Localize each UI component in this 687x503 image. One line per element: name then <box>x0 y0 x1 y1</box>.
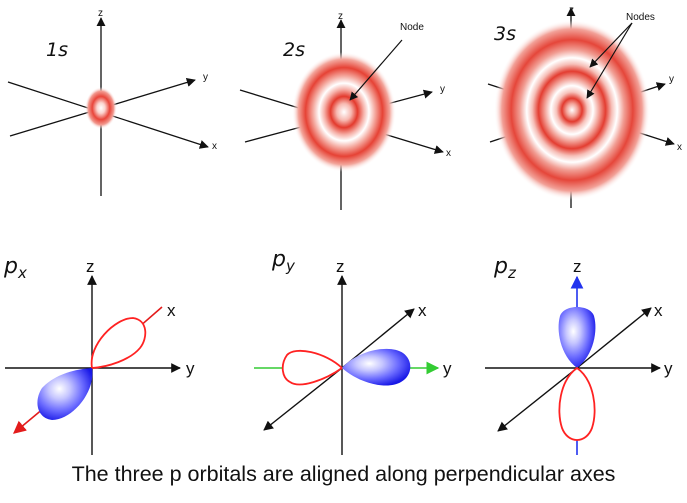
z-axis-label: z <box>86 257 95 276</box>
label-py: py <box>271 247 296 275</box>
lobe-negative <box>559 368 594 440</box>
s-orbital-cloud <box>85 87 117 129</box>
label-2s: 2s <box>283 39 305 61</box>
label-1s: 1s <box>46 39 68 61</box>
s-orbital-cloud <box>494 20 650 200</box>
lobe-positive <box>559 307 596 368</box>
s-orbital-cloud <box>292 52 396 172</box>
label-px: px <box>3 254 27 282</box>
y-axis-label: y <box>443 359 452 378</box>
y-axis-label: y <box>669 74 674 85</box>
orbital-pz: pz z y x <box>485 254 673 455</box>
y-axis-label: y <box>203 72 208 83</box>
y-axis-label: y <box>186 359 195 378</box>
x-axis-label: x <box>418 301 427 320</box>
lobe-positive <box>342 349 410 386</box>
x-axis-label: x <box>446 148 451 159</box>
x-axis-label: x <box>212 141 217 152</box>
z-axis-label: z <box>338 11 343 22</box>
figure-caption: The three p orbitals are aligned along p… <box>0 462 687 487</box>
y-axis-label: y <box>440 84 445 95</box>
z-axis-label: z <box>336 257 345 276</box>
lobe-negative <box>283 351 342 385</box>
label-3s: 3s <box>494 23 516 45</box>
x-axis-label: x <box>677 142 682 153</box>
orbital-2s: 2s Node z y x <box>240 11 451 210</box>
lobe-positive <box>92 318 146 368</box>
orbital-px: px z y x <box>3 254 195 455</box>
z-axis-label: z <box>573 257 582 276</box>
orbital-3s: 3s Nodes z y x <box>488 5 682 208</box>
z-axis-label: z <box>569 5 574 16</box>
label-pz: pz <box>493 254 517 282</box>
y-axis-label: y <box>664 359 673 378</box>
node-annotation: Node <box>400 22 424 33</box>
orbital-1s: 1s z y x <box>8 8 217 196</box>
x-axis-label: x <box>654 301 663 320</box>
x-axis-label: x <box>167 301 176 320</box>
lobe-negative <box>37 368 92 420</box>
orbital-py: py z y x <box>254 247 452 455</box>
nodes-annotation: Nodes <box>626 12 655 23</box>
z-axis-label: z <box>98 8 103 19</box>
